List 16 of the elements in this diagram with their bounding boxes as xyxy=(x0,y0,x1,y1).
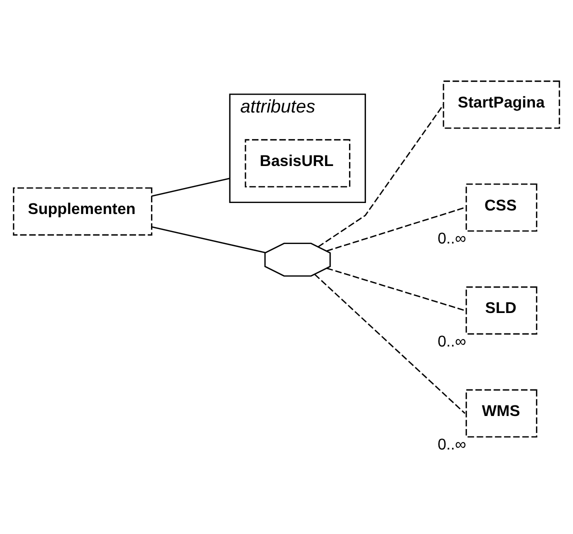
node-label: 0..∞ xyxy=(438,332,466,350)
connector xyxy=(326,206,466,252)
connector xyxy=(314,273,466,414)
connector xyxy=(318,104,444,247)
node-label: 0..∞ xyxy=(438,436,466,453)
node-box: SLD xyxy=(466,286,538,334)
node-label: 0..∞ xyxy=(438,230,466,248)
node-octagon xyxy=(264,242,331,276)
connector xyxy=(152,226,266,253)
node-box: WMS xyxy=(466,388,538,437)
connector xyxy=(152,177,230,196)
node-box: StartPagina xyxy=(442,80,560,128)
connector xyxy=(326,267,466,311)
node-box: CSS xyxy=(466,182,538,232)
node-box: BasisURL xyxy=(244,138,350,187)
node-box: Supplementen xyxy=(12,186,152,236)
